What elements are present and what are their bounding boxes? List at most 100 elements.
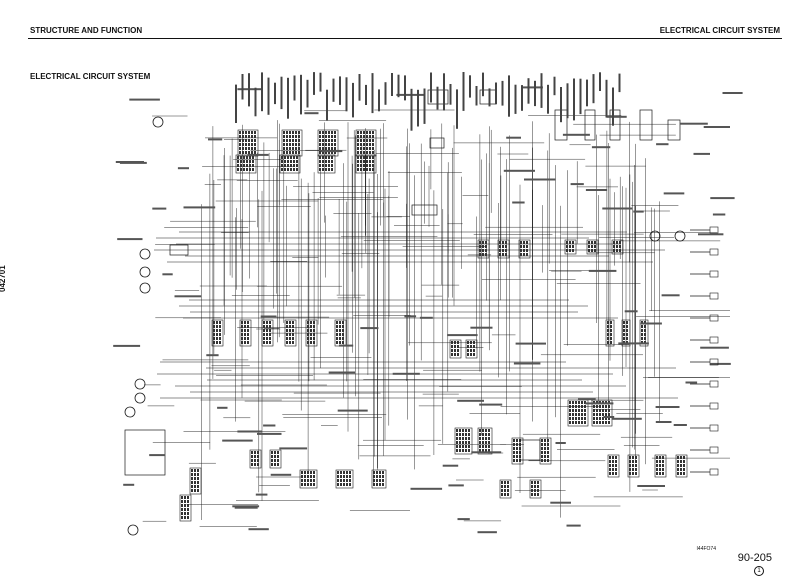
connector-pin [366, 164, 368, 167]
connector-pin [184, 500, 186, 503]
connector-pin [523, 245, 525, 248]
component-box [639, 109, 653, 141]
connector-pin [274, 463, 276, 466]
connector-pin [343, 483, 345, 486]
connector-pin [578, 417, 580, 420]
connector-pin [289, 325, 291, 328]
connector-pin [482, 249, 484, 252]
connector-pin [485, 249, 487, 252]
connector-pin [644, 329, 646, 332]
connector-pin [454, 345, 456, 348]
connector [279, 154, 301, 174]
connector-pin [181, 508, 183, 511]
connector-pin [283, 147, 285, 150]
fine-print-mark [255, 493, 268, 496]
fine-print-mark [591, 146, 611, 149]
connector-pin [254, 131, 256, 134]
connector-pin [310, 483, 312, 486]
vertical-label-mark [443, 73, 445, 111]
connector-pin [245, 135, 247, 138]
vertical-label-mark [267, 77, 270, 115]
connector-pin [680, 456, 682, 459]
fine-print-mark [208, 138, 223, 141]
connector-pin [456, 429, 458, 432]
connector-pin [584, 421, 586, 424]
connector-pin [346, 471, 348, 474]
connector-pin [479, 253, 481, 256]
connector-pin [194, 469, 196, 472]
connector-pin [322, 156, 324, 159]
connector-pin [249, 168, 251, 171]
fine-print-mark [237, 430, 262, 433]
connector-pin [184, 504, 186, 507]
connector-pin [307, 325, 309, 328]
connector-pin [520, 245, 522, 248]
connector-pin [569, 405, 571, 408]
connector-pin [488, 433, 490, 436]
connector-pin [357, 160, 359, 163]
connector-pin [293, 160, 295, 163]
connector-pin [566, 245, 568, 248]
connector-pin [239, 143, 241, 146]
connector-pin [296, 156, 298, 159]
fine-print-mark [637, 485, 665, 487]
connector-pin [366, 160, 368, 163]
fine-print-mark [570, 183, 584, 186]
connector-pin [290, 156, 292, 159]
connector-pin [608, 413, 610, 416]
connector-pin [263, 337, 265, 340]
connector-pin [572, 421, 574, 424]
connector-pin [607, 333, 609, 336]
connector-pin [181, 512, 183, 515]
connector-pin [251, 463, 253, 466]
component-symbol [152, 116, 164, 128]
connector [235, 154, 257, 174]
vertical-label-mark [352, 82, 354, 118]
connector-pin [194, 485, 196, 488]
connector-pin [277, 459, 279, 462]
connector-pin [656, 468, 658, 471]
connector-pin [459, 445, 461, 448]
connector-pin [504, 481, 506, 484]
connector-pin [485, 429, 487, 432]
connector-pin [569, 401, 571, 404]
connector-pin [662, 464, 664, 467]
connector-pin [470, 349, 472, 352]
connector-pin [216, 329, 218, 332]
connector-pin [337, 479, 339, 482]
connector-pin [360, 131, 362, 134]
connector-pin [594, 245, 596, 248]
connector-pin [456, 445, 458, 448]
connector-pin [485, 445, 487, 448]
connector-pin [287, 160, 289, 163]
connector-pin [289, 333, 291, 336]
connector-pin [662, 472, 664, 475]
connector-pin [319, 164, 321, 167]
connector-pin [194, 473, 196, 476]
connector-pin [677, 460, 679, 463]
connector-pin [328, 160, 330, 163]
connector-pin [470, 353, 472, 356]
connector-pin [366, 135, 368, 138]
connector-pin [485, 245, 487, 248]
connector-pin [346, 479, 348, 482]
vertical-label-mark [592, 74, 595, 104]
connector-pin [488, 437, 490, 440]
component-box [169, 244, 189, 256]
connector-pin [468, 429, 470, 432]
connector-pin [328, 168, 330, 171]
connector-pin [610, 321, 612, 324]
connector-pin [292, 321, 294, 324]
connector-pin [588, 249, 590, 252]
connector-pin [363, 168, 365, 171]
fine-print-mark [562, 133, 590, 136]
connector-pin [547, 447, 549, 450]
vertical-label-mark [534, 80, 536, 107]
connector-pin [467, 345, 469, 348]
connector-pin [251, 147, 253, 150]
terminal [709, 402, 719, 410]
vertical-label-mark [313, 72, 315, 95]
vertical-label-mark [521, 85, 523, 111]
connector-pin [286, 321, 288, 324]
